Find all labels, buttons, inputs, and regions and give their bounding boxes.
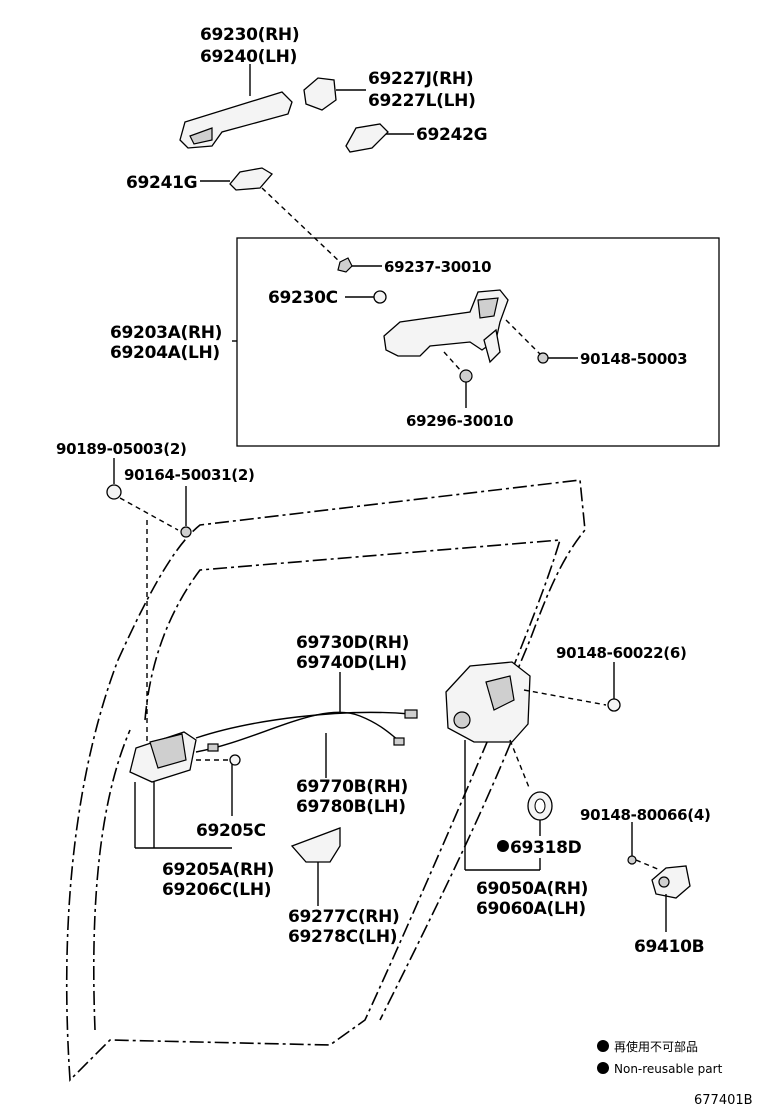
label-cable2-lh: 69780B(LH) <box>296 797 406 817</box>
frame-group-box <box>236 237 720 447</box>
legend-dot-en <box>597 1062 609 1074</box>
outer-handle <box>179 64 293 149</box>
pad-69241g <box>200 167 273 191</box>
label-part-69205c: 69205C <box>196 821 266 841</box>
inner-handle <box>129 731 232 849</box>
seal-69318d <box>497 791 553 852</box>
label-bolt-69296: 69296-30010 <box>406 412 513 430</box>
label-screw-90148-60022: 90148-60022(6) <box>556 644 687 662</box>
label-inner-handle-lh: 69206C(LH) <box>162 880 271 900</box>
legend: 再使用不可部品 Non-reusable part <box>597 1039 723 1076</box>
legend-text-jp: 再使用不可部品 <box>614 1039 698 1054</box>
label-frame-rh: 69203A(RH) <box>110 323 222 343</box>
legend-text-en: Non-reusable part <box>614 1062 723 1076</box>
label-screw-90148-80066: 90148-80066(4) <box>580 806 711 824</box>
label-lock-rh: 69050A(RH) <box>476 879 588 899</box>
label-screw-90148-50003: 90148-50003 <box>580 350 687 368</box>
bezel <box>290 827 341 906</box>
label-cap-69230c: 69230C <box>268 288 338 308</box>
pad-69242g <box>345 123 414 153</box>
label-pad-69242g: 69242G <box>416 125 487 145</box>
screw-90148-50003 <box>505 319 578 364</box>
label-screw-90164: 90164-50031(2) <box>124 466 255 484</box>
label-cap-lh: 69227L(LH) <box>368 91 476 111</box>
handle-cap <box>303 77 366 111</box>
clip-69237 <box>337 257 382 273</box>
label-handle-outer-rh: 69230(RH) <box>200 25 299 45</box>
screw-90164 <box>180 486 192 538</box>
handle-frame <box>383 289 509 364</box>
label-cap-rh: 69227J(RH) <box>368 69 473 89</box>
label-lock-lh: 69060A(LH) <box>476 899 586 919</box>
label-cable2-rh: 69770B(RH) <box>296 777 408 797</box>
screw-90189 <box>106 458 179 745</box>
label-cable-rh: 69730D(RH) <box>296 633 409 653</box>
figure-code: 677401B <box>694 1093 753 1108</box>
screw-90148-60022 <box>523 662 621 712</box>
label-frame-lh: 69204A(LH) <box>110 343 220 363</box>
door-lock <box>445 661 541 871</box>
label-pad-69241g: 69241G <box>126 173 197 193</box>
label-bezel-rh: 69277C(RH) <box>288 907 399 927</box>
bolt-69296 <box>443 351 473 408</box>
part-69205c <box>196 754 241 816</box>
legend-dot-jp <box>597 1040 609 1052</box>
label-handle-outer-lh: 69240(LH) <box>200 47 297 67</box>
cap-69230c <box>345 290 387 304</box>
label-striker: 69410B <box>634 937 704 957</box>
striker <box>627 822 691 932</box>
label-screw-90189: 90189-05003(2) <box>56 440 187 458</box>
non-reusable-dot <box>497 840 509 852</box>
label-seal-69318d: 69318D <box>510 838 582 858</box>
label-bezel-lh: 69278C(LH) <box>288 927 397 947</box>
label-cable-lh: 69740D(LH) <box>296 653 407 673</box>
cables <box>195 672 418 778</box>
label-inner-handle-rh: 69205A(RH) <box>162 860 274 880</box>
door-outline <box>65 479 586 1082</box>
label-clip-69237: 69237-30010 <box>384 258 491 276</box>
